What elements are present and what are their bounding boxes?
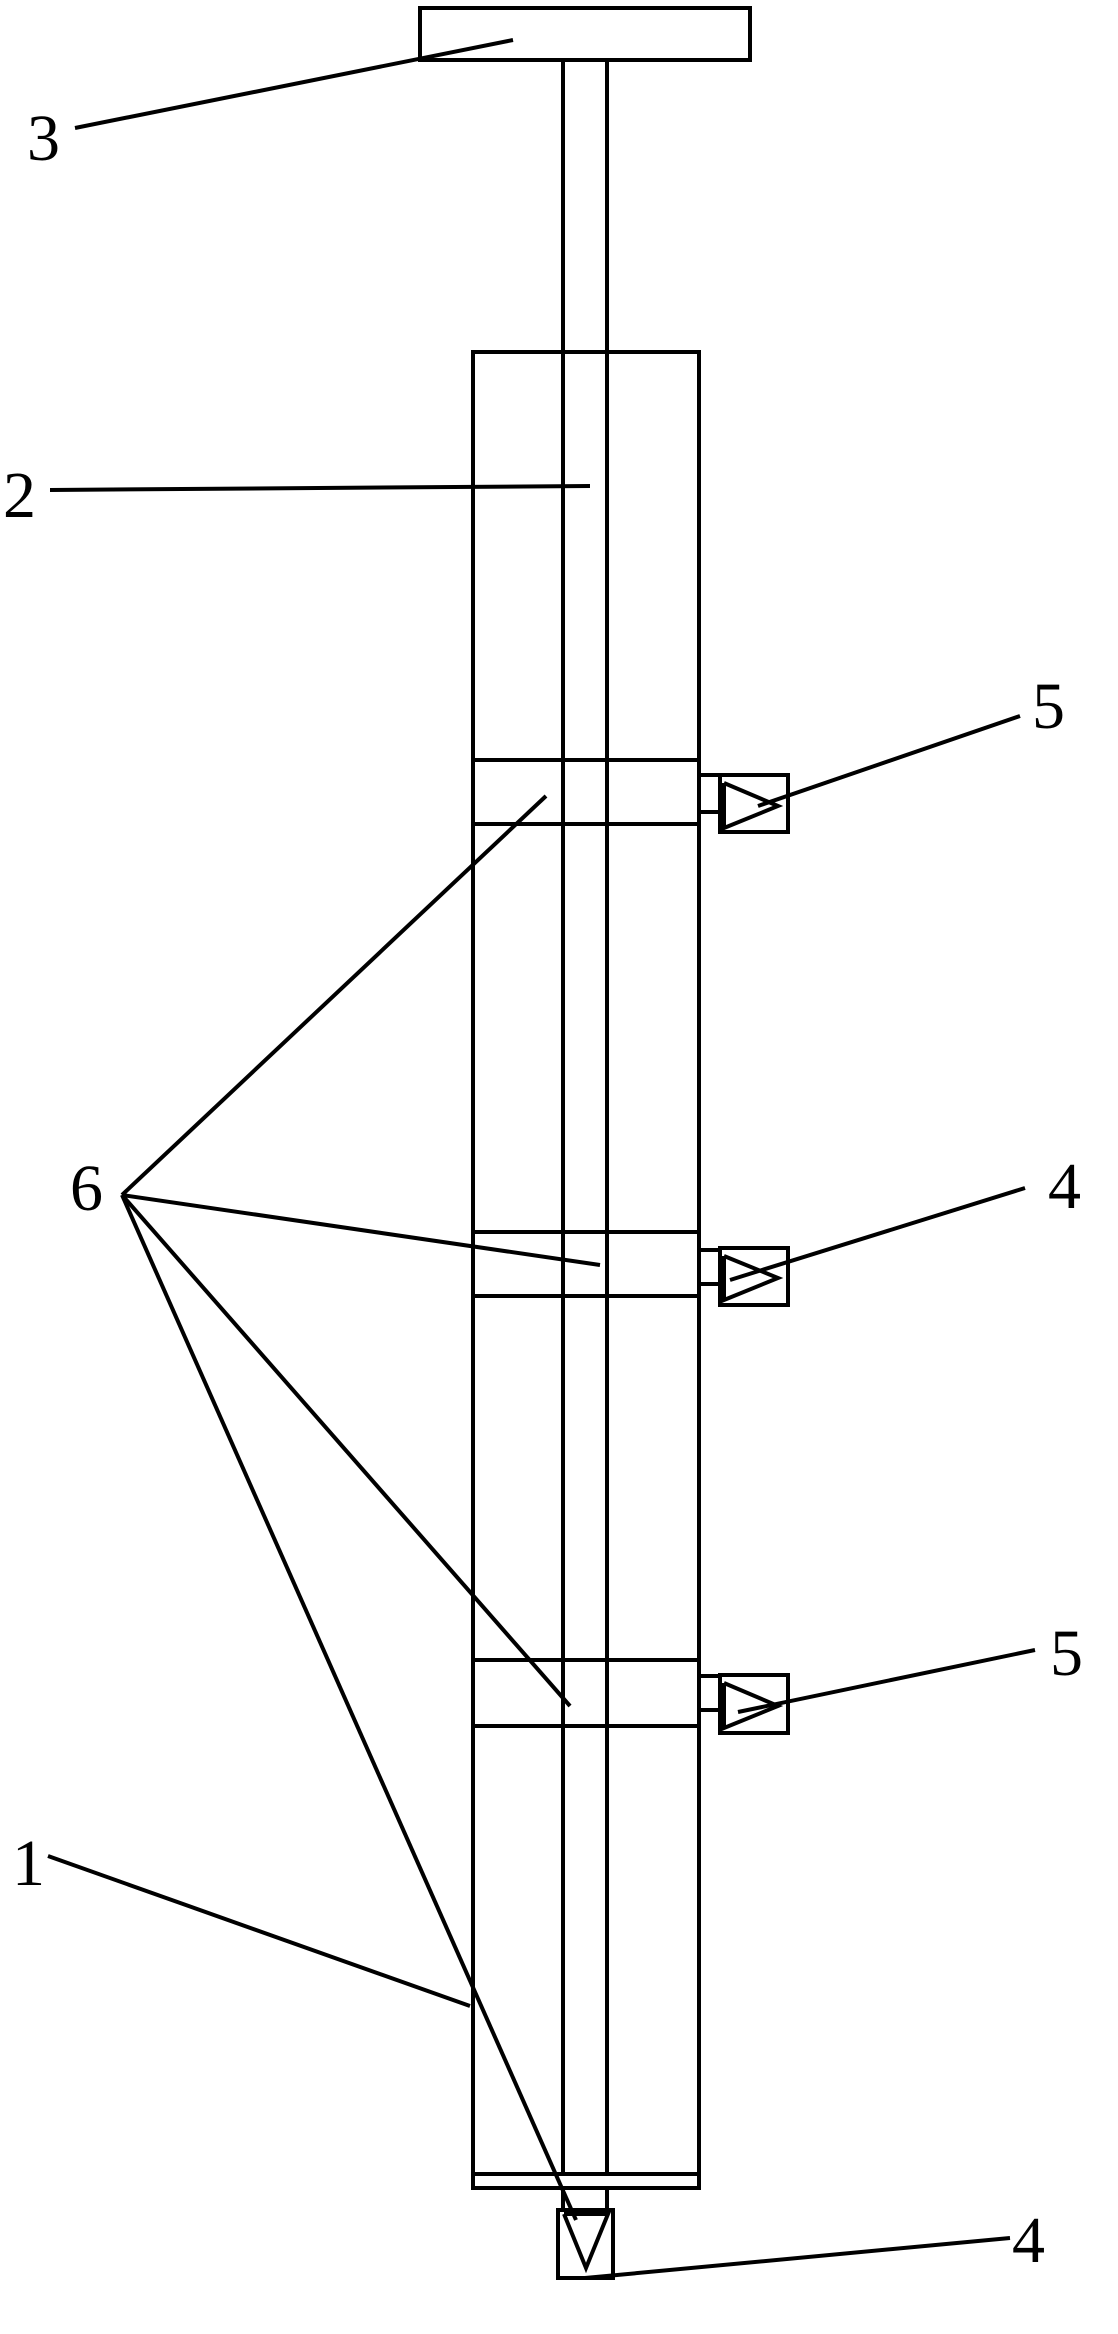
piston-band-2 [471,1230,701,1298]
label-1: 1 [12,1827,45,1900]
label-5-lower: 5 [1050,1617,1083,1690]
handle-plate [418,6,752,62]
valve-1-arrow-icon [722,781,784,831]
cylinder-body [471,350,701,2190]
leader-3 [74,38,514,130]
leader-4-bottom [584,2236,1011,2280]
valve-1-box [718,773,790,834]
label-4-bottom: 4 [1012,2204,1045,2277]
label-6: 6 [70,1152,103,1225]
leader-6-band-2 [121,1193,601,1267]
piston-band-1 [471,758,701,826]
valve-2-arrow-icon [722,1254,784,1303]
label-3-top: 3 [27,102,60,175]
valve-2-box [718,1246,790,1307]
leader-4-middle [729,1186,1026,1282]
leader-6-band-3 [120,1193,572,1708]
label-4-middle: 4 [1048,1150,1081,1223]
label-5-upper: 5 [1032,670,1065,743]
piston-band-3 [471,1658,701,1728]
leader-2 [49,484,591,492]
piston-band-bottom [471,2172,701,2190]
valve-3-arrow-icon [722,1681,784,1731]
leader-5-upper [757,714,1021,808]
leader-1 [47,1854,471,2008]
leader-5-lower [737,1648,1036,1714]
label-2: 2 [3,459,36,532]
valve-3-box [718,1673,790,1735]
outlet-valve-arrow-icon [562,2212,611,2274]
leader-6-bottom-band [120,1194,578,2221]
leader-6-band-1 [120,794,548,1197]
